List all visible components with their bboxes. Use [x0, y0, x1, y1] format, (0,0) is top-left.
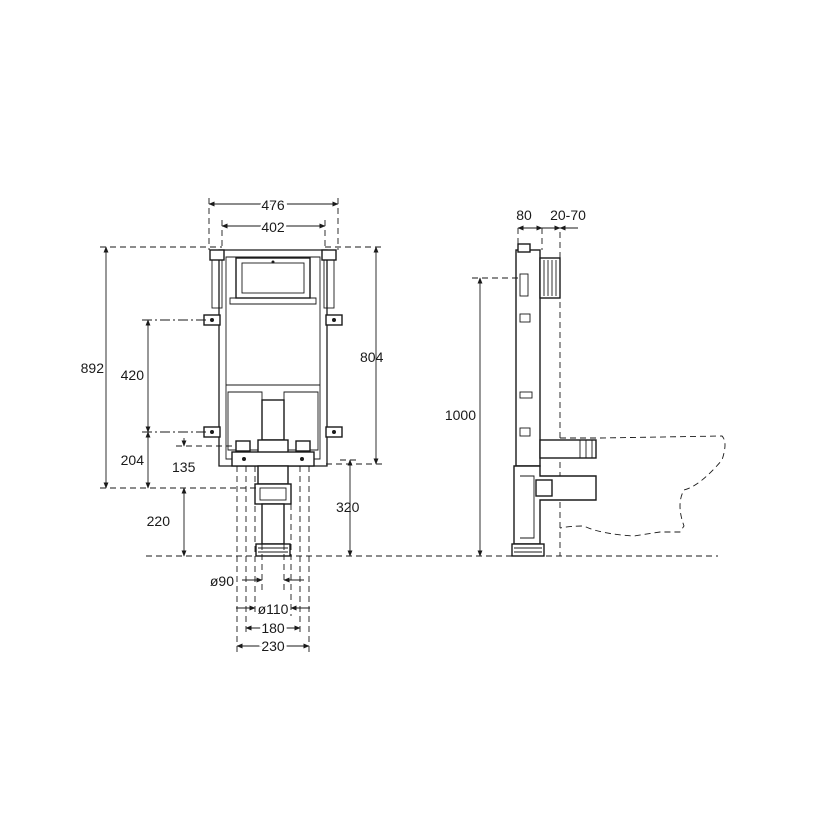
dim-420: 420 [121, 367, 145, 383]
dim-320: 320 [336, 499, 360, 515]
side-dimension-lines [472, 225, 578, 557]
dim-230: 230 [261, 638, 285, 654]
dim-o90: ø90 [210, 573, 234, 589]
dim-804: 804 [360, 349, 384, 365]
toilet-bowl-outline [559, 435, 726, 537]
front-view-frame [100, 198, 384, 557]
dim-o110: ø110 [258, 601, 289, 617]
dim-220: 220 [147, 513, 171, 529]
dim-180: 180 [261, 620, 285, 636]
dim-80: 80 [516, 207, 532, 223]
dim-135: 135 [172, 459, 196, 475]
dim-476: 476 [261, 197, 285, 213]
dim-892: 892 [81, 360, 105, 376]
side-view-frame [511, 228, 597, 557]
dim-402: 402 [261, 219, 285, 235]
front-dimension-lines [100, 201, 384, 652]
dim-204: 204 [121, 452, 145, 468]
dim-20-70: 20-70 [550, 207, 586, 223]
dim-1000: 1000 [445, 407, 476, 423]
